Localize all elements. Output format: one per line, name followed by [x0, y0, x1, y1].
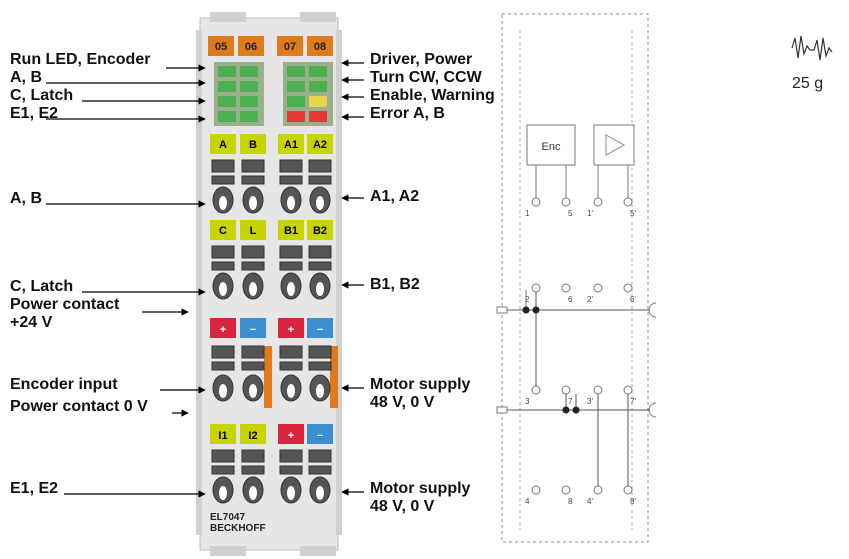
chip-a1: A1	[284, 139, 298, 151]
led-block-right	[283, 62, 333, 126]
chip-c: C	[219, 225, 227, 237]
label-plus24: +24 V	[10, 314, 53, 331]
led-header-07-text: 07	[284, 41, 296, 53]
svg-text:1': 1'	[587, 209, 593, 218]
chip-i1: I1	[218, 430, 227, 442]
svg-text:5': 5'	[630, 209, 636, 218]
led-header-08-text: 08	[314, 41, 326, 53]
led-header-06	[238, 36, 264, 56]
svg-text:6: 6	[568, 295, 573, 304]
led-header-05	[208, 36, 234, 56]
svg-text:3': 3'	[587, 397, 593, 406]
terminal-body: 05 06 07 08 A B A1 A2	[196, 12, 342, 556]
svg-text:7': 7'	[630, 397, 636, 406]
svg-text:4: 4	[525, 497, 530, 506]
chip-minus-1: −	[250, 324, 256, 336]
label-motor-supply-1: Motor supply	[370, 376, 471, 393]
enc-label: Enc	[542, 141, 561, 153]
label-ab-in: A, B	[10, 190, 42, 207]
svg-text:8: 8	[568, 497, 573, 506]
chip-plus-1: +	[220, 324, 226, 336]
label-error-ab: Error A, B	[370, 105, 445, 122]
chip-minus-2: −	[317, 324, 323, 336]
weight-value: 25 g	[792, 75, 823, 92]
chip-a: A	[219, 139, 227, 151]
chip-b: B	[249, 139, 257, 151]
wiring-schematic	[496, 13, 657, 543]
chip-i2: I2	[248, 430, 257, 442]
chip-plus-2: +	[288, 324, 294, 336]
label-a1a2: A1, A2	[370, 188, 420, 205]
led-header-08	[307, 36, 333, 56]
svg-text:1: 1	[525, 209, 530, 218]
driver-box	[593, 124, 635, 166]
label-power-contact: Power contact	[10, 296, 120, 313]
chip-b1: B1	[284, 225, 298, 237]
vibration-icon	[791, 35, 833, 61]
label-turn: Turn CW, CCW	[370, 69, 482, 86]
label-motor-supply-2: Motor supply	[370, 480, 471, 497]
label-power-contact-0v: Power contact 0 V	[10, 398, 148, 415]
label-motor-supply-2b: 48 V, 0 V	[370, 498, 435, 515]
spring-terminals	[211, 159, 332, 504]
svg-text:6': 6'	[630, 295, 636, 304]
svg-text:4': 4'	[587, 497, 593, 506]
chip-l: L	[250, 225, 257, 237]
svg-text:2: 2	[525, 295, 530, 304]
led-header-05-text: 05	[215, 41, 227, 53]
right-arrows	[341, 59, 364, 496]
label-e1e2-led: E1, E2	[10, 105, 59, 122]
chip-minus-3: −	[317, 430, 323, 442]
chip-plus-3: +	[288, 430, 294, 442]
terminal-numbers: 1 5 1' 5' 2 6 2' 6' 3 7 3' 7' 4 8 4' 8'	[525, 209, 636, 506]
label-encoder-input: Encoder input	[10, 376, 118, 393]
led-block-left	[214, 62, 264, 126]
svg-text:3: 3	[525, 397, 530, 406]
chip-a2: A2	[313, 139, 327, 151]
svg-text:7: 7	[568, 397, 573, 406]
led-header-06-text: 06	[245, 41, 257, 53]
label-clatch-led: C, Latch	[10, 87, 74, 104]
brand-name: BECKHOFF	[210, 523, 266, 534]
model-name: EL7047	[210, 512, 245, 523]
label-enable-warning: Enable, Warning	[370, 87, 495, 104]
label-b1b2: B1, B2	[370, 276, 420, 293]
label-e1e2-in: E1, E2	[10, 480, 59, 497]
encoder-box	[526, 124, 576, 166]
svg-text:5: 5	[568, 209, 573, 218]
label-clatch-in: C, Latch	[10, 278, 74, 295]
led-header-07	[277, 36, 303, 56]
label-ab-led: A, B	[10, 69, 42, 86]
label-motor-supply-1b: 48 V, 0 V	[370, 394, 435, 411]
label-run-led: Run LED, Encoder	[10, 51, 151, 68]
chip-b2: B2	[313, 225, 327, 237]
svg-text:2': 2'	[587, 295, 593, 304]
label-driver-power: Driver, Power	[370, 51, 473, 68]
svg-text:8': 8'	[630, 497, 636, 506]
left-arrows	[46, 64, 206, 498]
